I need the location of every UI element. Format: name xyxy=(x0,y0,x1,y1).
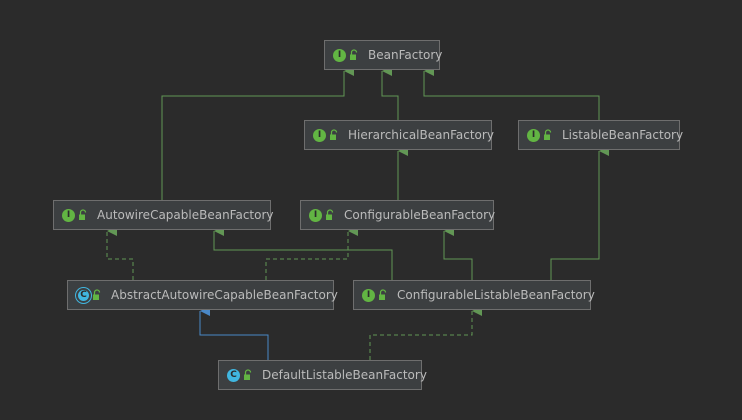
node-label: ConfigurableListableBeanFactory xyxy=(397,288,595,302)
node-label: ConfigurableBeanFactory xyxy=(344,208,496,222)
unlocked-padlock-icon xyxy=(93,289,101,300)
class-icon: C xyxy=(227,368,240,382)
node-bean-factory[interactable]: I BeanFactory xyxy=(324,40,443,70)
interface-icon: I xyxy=(313,128,326,142)
interface-icon: I xyxy=(362,288,375,302)
unlocked-padlock-icon xyxy=(544,129,552,140)
unlocked-padlock-icon xyxy=(326,209,334,220)
edge-hierarchical-bean-factory-to-bean-factory xyxy=(381,66,399,120)
node-configurable-bean-factory[interactable]: I ConfigurableBeanFactory xyxy=(300,200,496,230)
edge-configurable-listable-bean-factory-to-listable-bean-factory xyxy=(550,146,609,280)
interface-icon: I xyxy=(62,208,75,222)
node-abstract-autowire-capable-bean-factory[interactable]: C AbstractAutowireCapableBeanFactory xyxy=(67,280,338,310)
interface-icon: I xyxy=(309,208,322,222)
edge-abstract-autowire-capable-bean-factory-to-autowire-capable-bean-factory xyxy=(106,226,134,280)
node-label: BeanFactory xyxy=(368,48,443,62)
edge-abstract-autowire-capable-bean-factory-to-configurable-bean-factory xyxy=(265,226,358,280)
edge-configurable-listable-bean-factory-to-configurable-bean-factory xyxy=(443,226,473,280)
unlocked-padlock-icon xyxy=(330,129,338,140)
node-label: AbstractAutowireCapableBeanFactory xyxy=(111,288,338,302)
edge-default-listable-bean-factory-to-configurable-listable-bean-factory xyxy=(369,306,482,360)
node-label: HierarchicalBeanFactory xyxy=(348,128,494,142)
node-label: AutowireCapableBeanFactory xyxy=(97,208,274,222)
edge-autowire-capable-bean-factory-to-bean-factory xyxy=(161,66,354,200)
node-label: ListableBeanFactory xyxy=(562,128,684,142)
node-listable-bean-factory[interactable]: I ListableBeanFactory xyxy=(518,120,684,150)
unlocked-padlock-icon xyxy=(350,49,358,60)
node-hierarchical-bean-factory[interactable]: I HierarchicalBeanFactory xyxy=(304,120,494,150)
node-default-listable-bean-factory[interactable]: C DefaultListableBeanFactory xyxy=(218,360,427,390)
unlocked-padlock-icon xyxy=(379,289,387,300)
edge-default-listable-bean-factory-to-abstract-autowire-capable-bean-factory xyxy=(199,306,269,360)
interface-icon: I xyxy=(527,128,540,142)
edge-listable-bean-factory-to-bean-factory xyxy=(423,66,600,120)
unlocked-padlock-icon xyxy=(79,209,87,220)
interface-icon: I xyxy=(333,48,346,62)
node-label: DefaultListableBeanFactory xyxy=(262,368,427,382)
abstract-class-icon: C xyxy=(78,289,89,301)
node-configurable-listable-bean-factory[interactable]: I ConfigurableListableBeanFactory xyxy=(353,280,595,310)
edge-configurable-listable-bean-factory-to-autowire-capable-bean-factory xyxy=(213,226,393,280)
unlocked-padlock-icon xyxy=(244,369,252,380)
node-autowire-capable-bean-factory[interactable]: I AutowireCapableBeanFactory xyxy=(53,200,274,230)
